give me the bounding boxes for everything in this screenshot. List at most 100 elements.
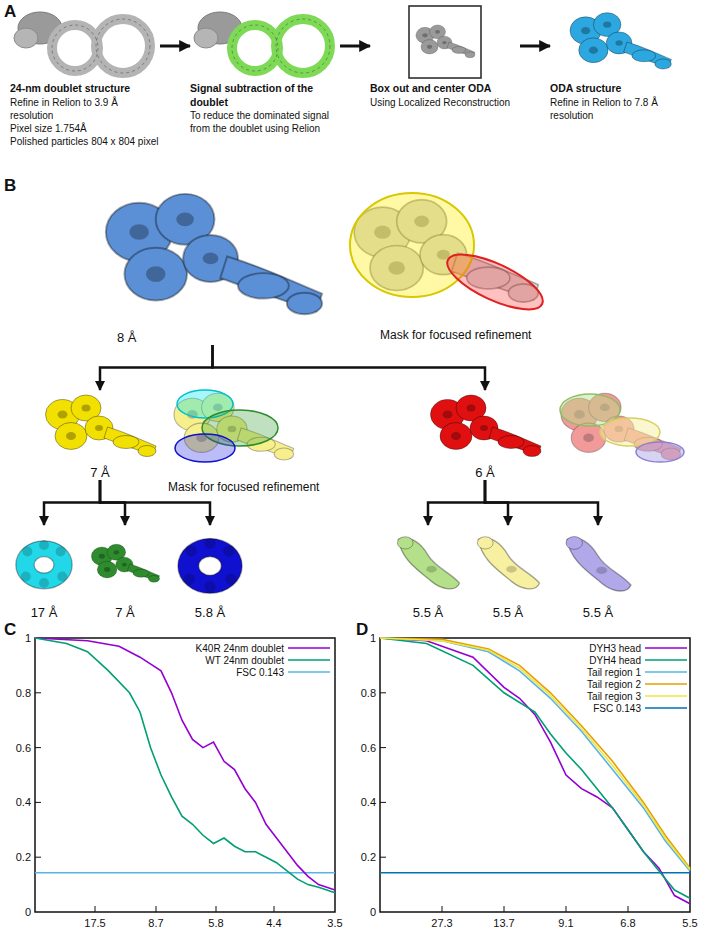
legend-text: Tail region 2 bbox=[587, 679, 641, 690]
axis-tick-label: 0.4 bbox=[16, 796, 31, 808]
legend-line bbox=[288, 647, 330, 649]
refined-map bbox=[566, 537, 631, 591]
refined-map bbox=[477, 537, 539, 589]
mask-region bbox=[636, 442, 684, 462]
panel-letter: C bbox=[4, 620, 16, 640]
refinement-arrow bbox=[428, 480, 485, 525]
fsc-curve bbox=[35, 638, 335, 890]
fsc-curve bbox=[380, 638, 690, 904]
mask-caption: Mask for focused refinement bbox=[380, 328, 531, 342]
axis-tick-label: 4.4 bbox=[266, 917, 281, 929]
pipeline-step: ODA structureRefine in Relion to 7.8 Å r… bbox=[550, 8, 700, 122]
step-description: Refine in Relion to 7.8 Å resolution bbox=[550, 96, 700, 122]
legend-line bbox=[288, 671, 330, 673]
oda-map bbox=[106, 194, 322, 314]
axis-tick-label: 9.1 bbox=[558, 917, 573, 929]
panel-letter: D bbox=[356, 620, 368, 640]
legend-line bbox=[645, 671, 687, 673]
refined-map bbox=[397, 537, 459, 589]
mask-region bbox=[175, 434, 235, 462]
density-map: 7 Å bbox=[86, 525, 164, 620]
axis-tick-label: 6.8 bbox=[620, 917, 635, 929]
axis-tick-label: 8.7 bbox=[148, 917, 163, 929]
legend-text: FSC 0.143 bbox=[593, 703, 641, 714]
tick-marks bbox=[35, 693, 274, 912]
panel-letter: B bbox=[4, 176, 16, 196]
axis-tick-label: 3.5 bbox=[327, 917, 342, 929]
legend-line bbox=[645, 659, 687, 661]
axis-tick-label: 0 bbox=[370, 906, 376, 918]
legend-text: Tail region 1 bbox=[587, 667, 641, 678]
head-region-map bbox=[46, 395, 157, 457]
refinement-arrow bbox=[213, 345, 486, 390]
legend-text: DYH4 head bbox=[589, 655, 641, 666]
mask-region bbox=[440, 244, 549, 321]
refinement-arrow bbox=[485, 480, 598, 525]
pipeline-arrow bbox=[160, 45, 190, 48]
fsc-curve bbox=[380, 638, 690, 898]
legend-line bbox=[645, 647, 687, 649]
boxed-oda-map bbox=[416, 25, 475, 58]
axis-tick-label: 0.6 bbox=[361, 742, 376, 754]
axis-tick-label: 0.8 bbox=[16, 687, 31, 699]
connector-group bbox=[44, 46, 598, 525]
tail-region-map bbox=[431, 395, 542, 457]
fsc-curve bbox=[380, 638, 690, 870]
legend-text: WT 24nm doublet bbox=[205, 655, 284, 666]
density-map: 17 Å bbox=[5, 525, 83, 620]
resolution-label: 5.5 Å bbox=[413, 605, 443, 620]
axis-tick-label: 5.8 bbox=[208, 917, 223, 929]
fsc-threshold-line bbox=[380, 872, 690, 874]
axis-tick-label: 1 bbox=[370, 632, 376, 644]
resolution-label: 5.5 Å bbox=[583, 605, 613, 620]
legend-line bbox=[645, 695, 687, 697]
pipeline-arrow bbox=[340, 45, 370, 48]
mask-region bbox=[350, 193, 474, 297]
axis-tick-label: 27.3 bbox=[431, 917, 452, 929]
plot-frame bbox=[35, 638, 335, 912]
subtracted-doublet-map bbox=[194, 12, 330, 73]
axis-tick-label: 0.4 bbox=[361, 796, 376, 808]
density-map: 6 Å bbox=[425, 390, 545, 480]
legend-text: K40R 24nm doublet bbox=[196, 643, 284, 654]
density-map: 7 Å bbox=[40, 390, 160, 480]
fsc-curve bbox=[380, 638, 690, 868]
axis-tick-label: 1 bbox=[25, 632, 31, 644]
tick-marks bbox=[380, 693, 628, 912]
pipeline-step: 24-nm doublet structureRefine in Relion … bbox=[10, 8, 160, 148]
density-map: 5.5 Å bbox=[470, 525, 546, 620]
mask-region bbox=[600, 418, 660, 446]
axis-tick-label: 13.7 bbox=[493, 917, 514, 929]
box-outline bbox=[409, 6, 481, 78]
step-title: 24-nm doublet structure bbox=[10, 82, 160, 96]
plot-frame bbox=[380, 638, 690, 912]
legend-text: FSC 0.143 bbox=[236, 667, 284, 678]
step-description: Polished particles 804 x 804 pixel bbox=[10, 135, 160, 148]
fsc-curve bbox=[380, 638, 690, 871]
axis-tick-label: 0.6 bbox=[16, 742, 31, 754]
step-title: ODA structure bbox=[550, 82, 700, 96]
legend-line bbox=[288, 659, 330, 661]
axis-tick-label: 0 bbox=[25, 906, 31, 918]
step-description: Using Localized Reconstruction bbox=[370, 96, 520, 109]
doublet-map bbox=[14, 12, 150, 73]
step-title: Box out and center ODA bbox=[370, 82, 520, 96]
axis-tick-label: 5.5 bbox=[682, 917, 697, 929]
axis-tick-label: 0.8 bbox=[361, 687, 376, 699]
resolution-label: 17 Å bbox=[31, 605, 58, 620]
oda-map bbox=[570, 13, 671, 69]
density-map: 5.5 Å bbox=[390, 525, 466, 620]
axis-tick-label: 0.2 bbox=[361, 851, 376, 863]
resolution-label: 7 Å bbox=[90, 465, 110, 480]
resolution-label: 6 Å bbox=[475, 465, 495, 480]
resolution-label: 7 Å bbox=[115, 605, 135, 620]
refined-map bbox=[16, 540, 72, 589]
density-map: 5.5 Å bbox=[555, 525, 641, 620]
resolution-label: 8 Å bbox=[117, 330, 137, 345]
pipeline-step: Box out and center ODAUsing Localized Re… bbox=[370, 8, 520, 109]
pipeline-arrow bbox=[520, 45, 550, 48]
step-description: Pixel size 1.754Å bbox=[10, 122, 160, 135]
refined-map bbox=[178, 538, 242, 594]
legend-text: Tail region 3 bbox=[587, 691, 641, 702]
step-description: To reduce the dominated signal from the … bbox=[190, 109, 340, 135]
